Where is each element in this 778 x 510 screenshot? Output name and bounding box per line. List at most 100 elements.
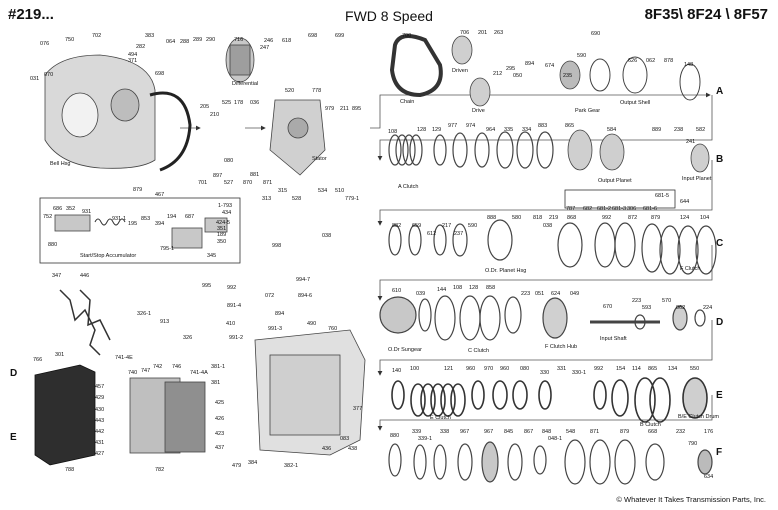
part-label: 550	[690, 366, 699, 372]
part-label: 064	[166, 39, 175, 45]
part-label: 782	[155, 467, 164, 473]
part-label: 176	[704, 429, 713, 435]
part-label: 217	[442, 223, 451, 229]
part-label: 036	[250, 100, 259, 106]
part-label: 140	[392, 368, 401, 374]
part-label: 431	[95, 440, 104, 446]
part-label: 330	[540, 370, 549, 376]
caption-odr-sungear: O.Dr Sungear	[388, 347, 422, 353]
part-label: 330-1	[572, 370, 586, 376]
part-label: 076	[40, 41, 49, 47]
part-label: 682	[583, 206, 592, 212]
part-label: 108	[388, 129, 397, 135]
part-label: 871	[590, 429, 599, 435]
stator-illustration	[269, 99, 326, 176]
flow-line-c-d	[377, 245, 713, 301]
part-label: 659	[412, 223, 421, 229]
part-label: 457	[95, 384, 104, 390]
part-label: 1-793	[218, 203, 232, 209]
part-label: 848	[542, 429, 551, 435]
part-label: 534	[318, 188, 327, 194]
part-label: 437	[215, 445, 224, 451]
part-label: 883	[538, 123, 547, 129]
part-label: 991-3	[268, 326, 282, 332]
flow-line-a	[370, 92, 711, 129]
caption-driven: Driven	[452, 68, 468, 74]
part-label: 889	[652, 127, 661, 133]
part-label: 967	[484, 429, 493, 435]
part-label: 443	[95, 418, 104, 424]
part-label: 128	[469, 285, 478, 291]
part-label: 998	[272, 243, 281, 249]
flow-line-e-f	[377, 395, 713, 431]
part-label: 746	[172, 364, 181, 370]
part-label: 083	[340, 436, 349, 442]
part-label: 870	[243, 180, 252, 186]
part-label: 795-1	[160, 246, 174, 252]
part-label: 818	[533, 215, 542, 221]
diagram-title: FWD 8 Speed	[345, 8, 433, 24]
diagram-code: #219...	[8, 6, 54, 23]
part-labels-row-d: 610 039 144 108 128 858 223 051 624 049 …	[392, 285, 712, 311]
part-labels-bottom-left: 766 301 740 747 742 746 741-4A 381-1 381…	[33, 352, 362, 473]
part-label: 698	[155, 71, 164, 77]
section-letter-f: F	[716, 447, 722, 458]
part-label: 700	[402, 33, 411, 39]
part-label: 467	[155, 192, 164, 198]
part-label: 960	[500, 366, 509, 372]
part-label: 427	[95, 451, 104, 457]
row-f-components	[388, 439, 713, 485]
captions: Bell Hsg Differential Stator Chain Drive…	[50, 68, 719, 428]
part-label: 326	[183, 335, 192, 341]
part-label: 681-3	[612, 206, 626, 212]
part-label: 238	[674, 127, 683, 133]
part-label: 741-4A	[190, 370, 208, 376]
part-label: 148	[684, 62, 693, 68]
flow-lines	[180, 92, 713, 431]
part-label: 894	[525, 61, 534, 67]
start-stop-accumulator-box	[39, 197, 241, 264]
caption-f-clutch-hub: F Clutch Hub	[545, 344, 577, 350]
part-label: 347	[52, 273, 61, 279]
part-label: 345	[207, 253, 216, 259]
part-label: 235	[563, 73, 572, 79]
part-label: 686	[53, 206, 62, 212]
part-label: 479	[232, 463, 241, 469]
caption-park-gear: Park Gear	[575, 108, 600, 114]
output-shell-illustration	[589, 56, 701, 101]
part-label: 879	[620, 429, 629, 435]
part-label: 845	[504, 429, 513, 435]
part-label: 931	[82, 209, 91, 215]
part-label: 979	[325, 106, 334, 112]
part-label: 289	[193, 37, 202, 43]
part-label: 429	[95, 395, 104, 401]
part-label: 350	[217, 239, 226, 245]
part-label: 051	[535, 291, 544, 297]
caption-chain: Chain	[400, 99, 414, 105]
part-label: 702	[92, 33, 101, 39]
part-label: 880	[48, 242, 57, 248]
part-label: 880	[390, 433, 399, 439]
part-label: 290	[206, 37, 215, 43]
part-label: 205	[200, 104, 209, 110]
part-label: 313	[262, 196, 271, 202]
part-label: 865	[565, 123, 574, 129]
part-label: 194	[167, 214, 176, 220]
side-letter-d: D	[10, 368, 17, 379]
part-label: 072	[265, 293, 274, 299]
caption-bell-hsg: Bell Hsg	[50, 161, 70, 167]
part-label: 434	[222, 210, 231, 216]
part-label: 351	[217, 226, 226, 232]
caption-start-stop: Start/Stop Accumulator	[80, 253, 136, 259]
part-label: 706	[460, 30, 469, 36]
part-label: 742	[153, 364, 162, 370]
part-label: 528	[292, 196, 301, 202]
caption-stator: Stator	[312, 156, 327, 162]
part-label: 766	[33, 357, 42, 363]
part-label: 339-1	[418, 436, 432, 442]
part-label: 410	[226, 321, 235, 327]
part-label: 050	[513, 73, 522, 79]
part-label: 124	[680, 215, 689, 221]
part-label: 442	[95, 429, 104, 435]
part-label: 992	[227, 285, 236, 291]
